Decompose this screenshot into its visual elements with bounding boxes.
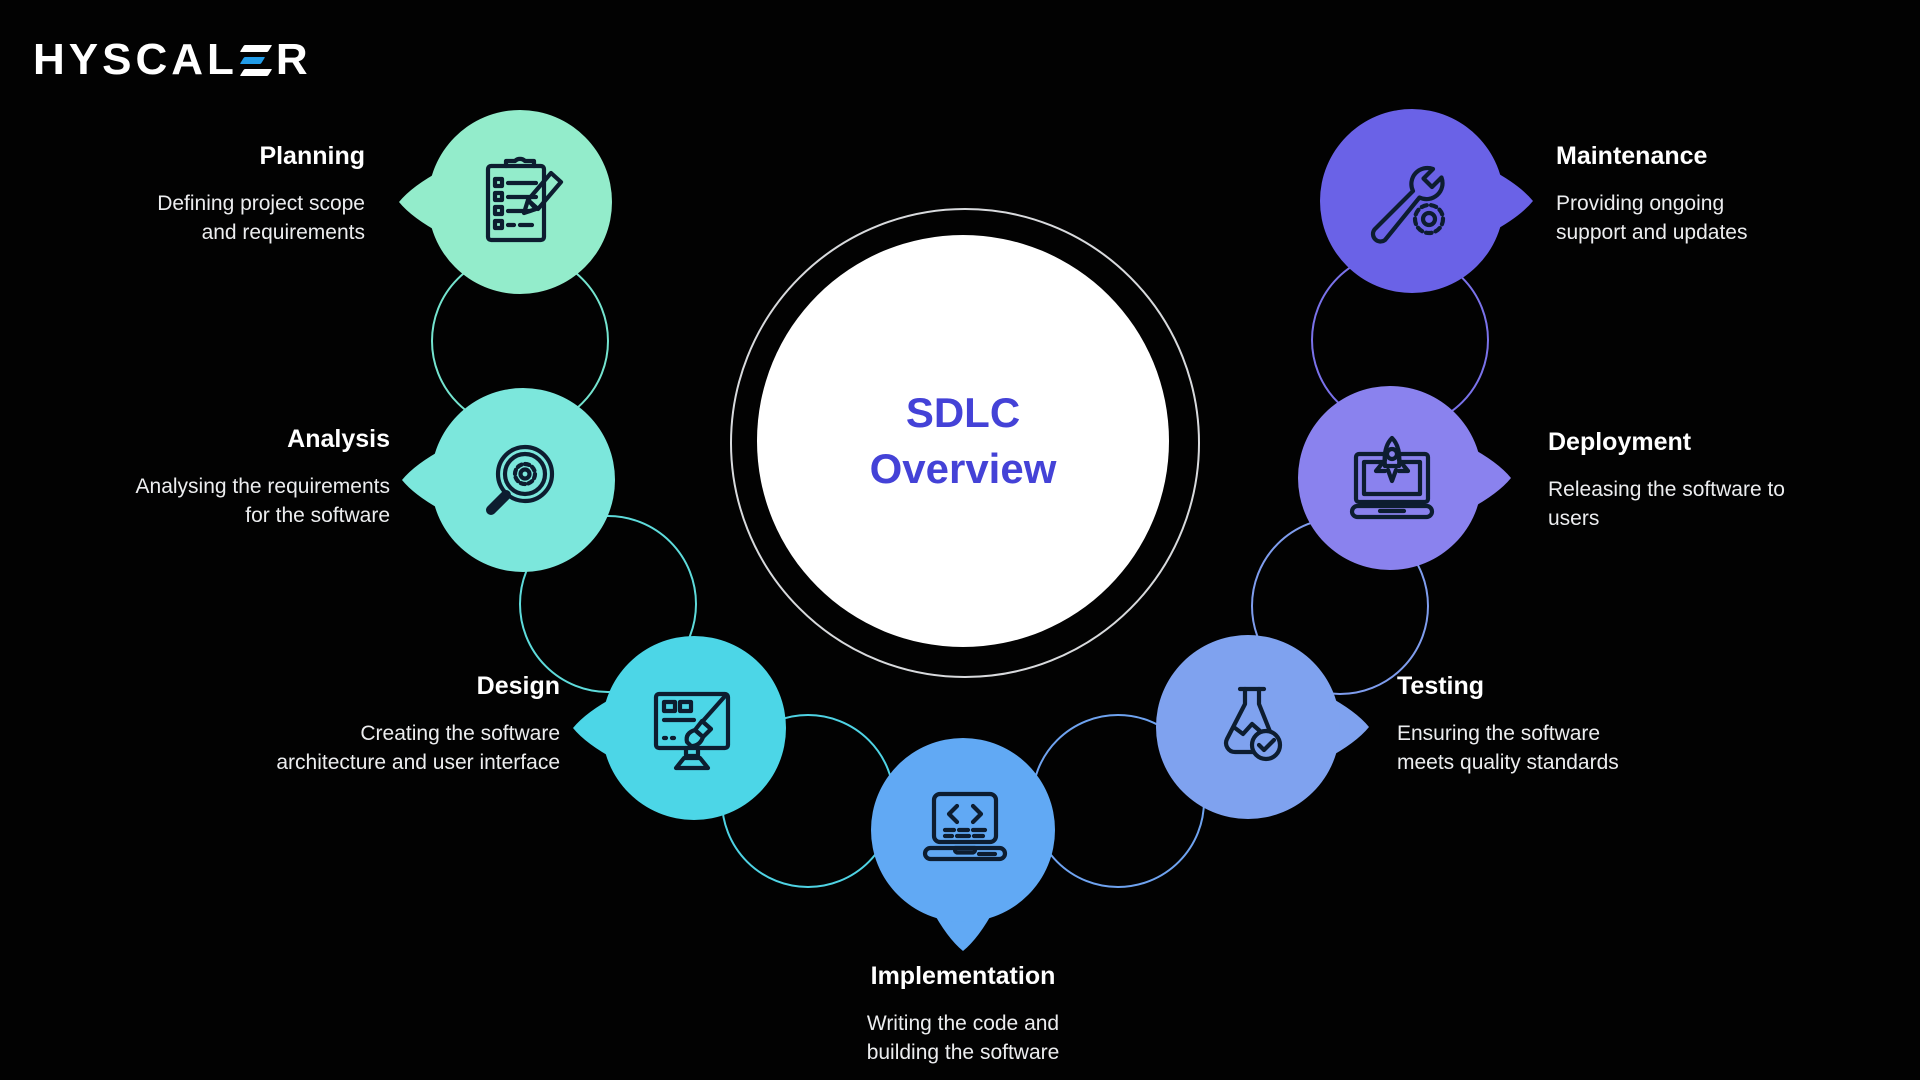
stage-description: Ensuring the software meets quality stan… <box>1397 722 1619 774</box>
logo-text-right: R <box>275 35 312 84</box>
center-title-line1: SDLC <box>905 389 1021 436</box>
clipboard-checklist-icon <box>485 156 564 243</box>
deployment-bubble <box>1298 386 1511 570</box>
stage-description: Defining project scope and requirements <box>157 192 365 244</box>
stage-title: Testing <box>1397 672 1485 700</box>
stage-title: Design <box>476 672 560 700</box>
implementation-bubble <box>871 738 1055 951</box>
stage-description: Analysing the requirements for the softw… <box>135 475 390 527</box>
center-circle: SDLC Overview <box>757 235 1169 647</box>
logo-text-left: HYSCAL <box>33 35 238 84</box>
stage-description: Releasing the software to users <box>1548 478 1785 530</box>
stage-description: Providing ongoing support and updates <box>1556 192 1748 244</box>
analysis-label-block: Analysis Analysing the requirements for … <box>80 425 390 530</box>
stage-title: Analysis <box>287 425 390 453</box>
magnifier-gear-icon <box>486 444 555 515</box>
planning-bubble <box>399 110 612 294</box>
implementation-label-block: Implementation Writing the code and buil… <box>813 962 1113 1067</box>
design-label-block: Design Creating the software architectur… <box>240 672 560 777</box>
center-ring <box>730 208 1200 678</box>
wrench-gear-icon <box>1370 165 1446 244</box>
stage-title: Implementation <box>870 962 1056 990</box>
testing-bubble <box>1156 635 1369 819</box>
stage-description: Creating the software architecture and u… <box>276 722 560 774</box>
analysis-bubble <box>402 388 615 572</box>
center-title-line2: Overview <box>869 445 1057 492</box>
laptop-code-icon <box>922 791 1008 862</box>
connector-circle <box>519 515 697 693</box>
deployment-label-block: Deployment Releasing the software to use… <box>1548 428 1888 533</box>
flask-check-icon <box>1223 686 1283 762</box>
laptop-rocket-icon <box>1349 435 1435 520</box>
stage-title: Planning <box>259 142 365 170</box>
monitor-paintbrush-icon <box>653 691 731 771</box>
stage-title: Deployment <box>1548 428 1692 456</box>
maintenance-label-block: Maintenance Providing ongoing support an… <box>1556 142 1886 247</box>
stage-title: Maintenance <box>1556 142 1708 170</box>
stage-description: Writing the code and building the softwa… <box>866 1012 1060 1064</box>
maintenance-bubble <box>1320 109 1533 293</box>
planning-label-block: Planning Defining project scope and requ… <box>60 142 365 247</box>
hyscaler-logo: HYSCAL R <box>33 38 312 82</box>
testing-label-block: Testing Ensuring the software meets qual… <box>1397 672 1727 777</box>
design-bubble <box>573 636 786 820</box>
